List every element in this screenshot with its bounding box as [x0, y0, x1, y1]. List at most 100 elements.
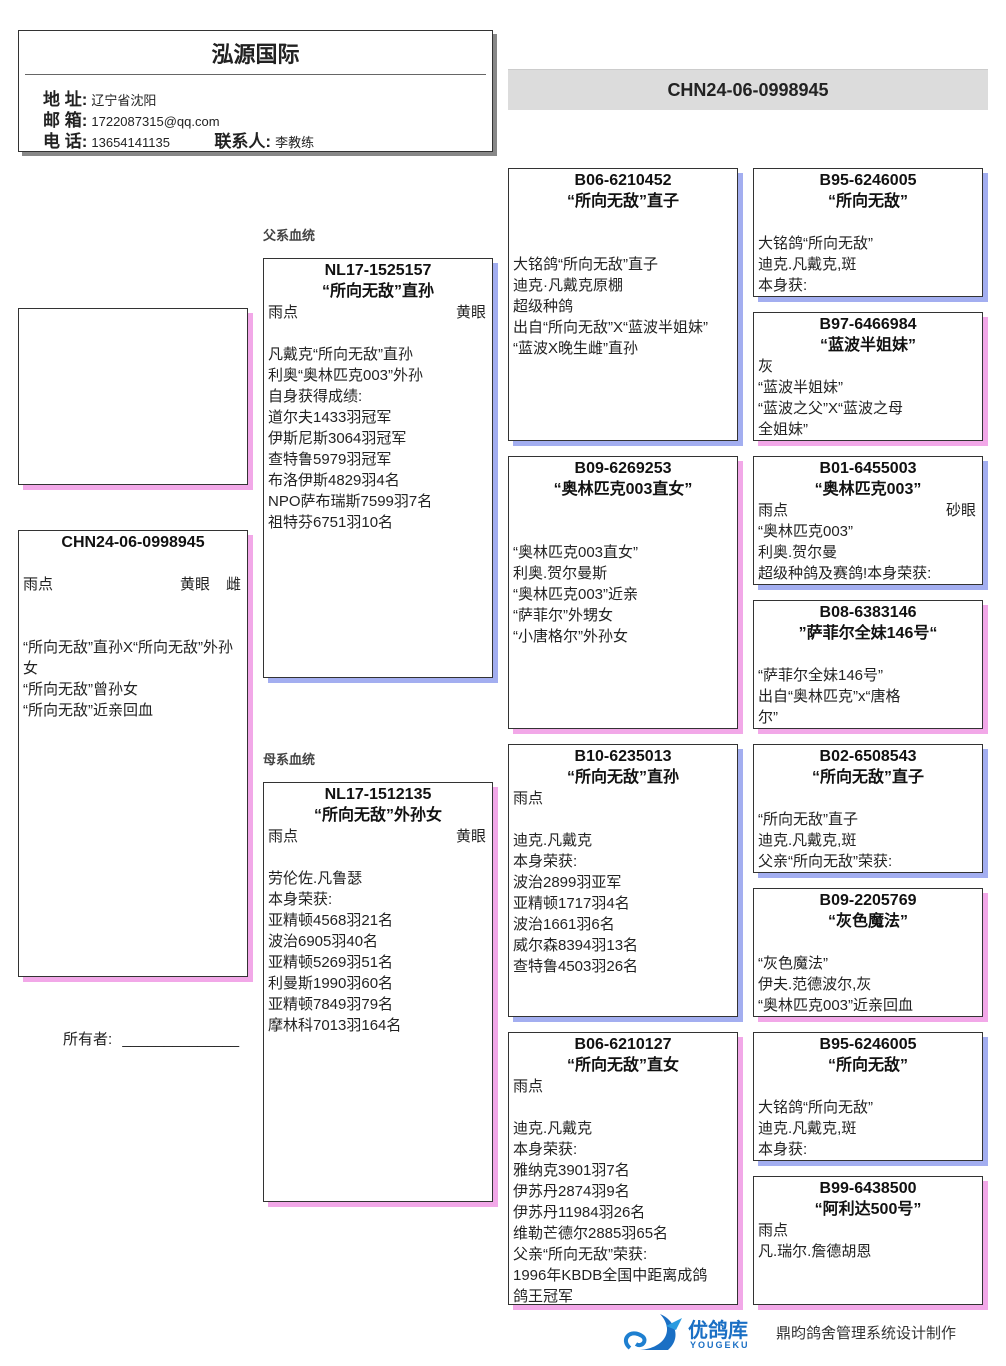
info-row [754, 212, 982, 233]
info-text: “小唐格尔”外孙女 [513, 628, 628, 645]
info-row: 出自“所向无敌”X“蓝波半姐妹” [509, 317, 737, 338]
pigeon-name: “灰色魔法” [827, 913, 908, 930]
info-row: “萨菲尔”外甥女 [509, 605, 737, 626]
info-row: 雨点 黄眼 [264, 302, 492, 323]
info-text: 1996年KBDB全国中距离成鸽 [513, 1267, 708, 1284]
info-row: 凡戴克“所向无敌”直孙 [264, 344, 492, 365]
info-text: 波治2899羽亚军 [513, 874, 622, 891]
info-row: 迪克.凡戴克 [509, 1118, 737, 1139]
info-text: “灰色魔法” [758, 955, 828, 972]
ring-number: B06-6210127 [574, 1036, 672, 1053]
ring-number: B97-6466984 [819, 316, 917, 333]
info-row: 劳伦佐.凡鲁瑟 [264, 868, 492, 889]
ring-number: B08-6383146 [819, 604, 917, 621]
info-row: 大铭鸽“所向无敌” [754, 1097, 982, 1118]
info-text: 尔” [758, 709, 778, 726]
info-row: 道尔夫1433羽冠军 [264, 407, 492, 428]
color-value: 雨点 [268, 304, 299, 321]
info-row: 祖特芬6751羽10名 [264, 512, 492, 533]
info-text: “所向无敌”近亲回血 [23, 702, 153, 719]
info-row [264, 847, 492, 868]
info-row: 亚精顿7849羽79名 [264, 994, 492, 1015]
pigeon-name: “所向无敌”直子 [566, 193, 679, 210]
info-text: “所向无敌”直孙X“所向无敌”外孙女 [23, 639, 233, 677]
eye-value: 黄眼 [455, 304, 486, 321]
info-row: 波治6905羽40名 [264, 931, 492, 952]
great-grandparent-card: B08-6383146”萨菲尔全妹146号““萨菲尔全妹146号”出自“奥林匹克… [753, 600, 983, 729]
great-grandparent-card: B97-6466984“蓝波半姐妹”灰“蓝波半姐妹”“蓝波之父”X“蓝波之母全姐… [753, 312, 983, 441]
info-text: 伊夫.范德波尔,灰 [758, 976, 872, 993]
info-row: 摩林科7013羽164名 [264, 1015, 492, 1036]
info-row: 亚精顿4568羽21名 [264, 910, 492, 931]
footer-credit: 鼎昀鸽舍管理系统设计制作 [776, 1325, 957, 1342]
info-row: “所向无敌”直孙X“所向无敌”外孙女 [19, 637, 247, 679]
info-row: “所向无敌”曾孙女 [19, 679, 247, 700]
info-row: 迪克.凡戴克,斑 [754, 254, 982, 275]
email-value: 1722087315@qq.com [91, 114, 220, 129]
info-row: 维勒芒德尔2885羽65名 [509, 1223, 737, 1244]
loft-name: 泓源国际 [211, 42, 300, 67]
info-row: 迪克·凡戴克原棚 [509, 275, 737, 296]
info-row: “小唐格尔”外孙女 [509, 626, 737, 647]
info-text: “奥林匹克003”近亲 [513, 586, 639, 603]
info-text: 超级种鸽及赛鸽!本身荣获: [758, 565, 932, 582]
info-row: “蓝波之父”X“蓝波之母 [754, 398, 982, 419]
color-value: 雨点 [758, 502, 789, 519]
address-value: 辽宁省沈阳 [91, 93, 157, 108]
info-text: “萨菲尔全妹146号” [758, 667, 884, 684]
info-row: “蓝波半姐妹” [754, 377, 982, 398]
info-row: “所向无敌”直子 [754, 809, 982, 830]
info-row: 1996年KBDB全国中距离成鸽 [509, 1265, 737, 1286]
pigeon-name: “奥林匹克003直女” [553, 481, 693, 498]
info-row [19, 553, 247, 574]
info-row: 尔” [754, 707, 982, 728]
info-text: “所向无敌”曾孙女 [23, 681, 138, 698]
sire-card: NL17-1525157“所向无敌”直孙雨点黄眼凡戴克“所向无敌”直孙利奥“奥林… [263, 258, 493, 678]
info-text: “奥林匹克003直女” [513, 544, 639, 561]
pigeon-name: “所向无敌”直孙 [321, 283, 434, 300]
info-text: 亚精顿7849羽79名 [268, 996, 394, 1013]
pigeon-name: “阿利达500号” [814, 1201, 922, 1218]
info-row: 利奥.贺尔曼斯 [509, 563, 737, 584]
info-row: 伊苏丹2874羽9名 [509, 1181, 737, 1202]
color-value: 雨点 [23, 576, 54, 593]
info-row: 迪克.凡戴克 [509, 830, 737, 851]
info-row: 本身获: [754, 275, 982, 296]
info-row: 雨点黄眼雌 [19, 574, 247, 595]
dam-line-label: 母系血统 [263, 752, 316, 767]
pigeon-name: “奥林匹克003” [814, 481, 922, 498]
logo-text: 优鸽库 [688, 1320, 748, 1342]
info-text: 查特鲁5979羽冠军 [268, 451, 392, 468]
info-row: 本身荣获: [264, 889, 492, 910]
info-text: 威尔森8394羽13名 [513, 937, 639, 954]
phone-value: 13654141135 [91, 135, 170, 150]
info-text: 全姐妹” [758, 421, 808, 438]
logo-swirl-icon [623, 1314, 682, 1350]
info-text: 凡.瑞尔.詹德胡恩 [758, 1243, 872, 1260]
pigeon-name: “所向无敌”外孙女 [313, 807, 442, 824]
info-row: 雨点 [509, 1076, 737, 1097]
info-row: 波治1661羽6名 [509, 914, 737, 935]
info-row: “萨菲尔全妹146号” [754, 665, 982, 686]
info-row: 自身获得成绩: [264, 386, 492, 407]
info-row [509, 233, 737, 254]
owner-blank: ______________ [122, 1031, 240, 1048]
info-text: 迪克.凡戴克,斑 [758, 256, 857, 273]
info-text: 利曼斯1990羽60名 [268, 975, 394, 992]
great-grandparent-card: B99-6438500“阿利达500号”雨点凡.瑞尔.詹德胡恩 [753, 1176, 983, 1305]
info-text: 祖特芬6751羽10名 [268, 514, 394, 531]
info-text: 迪克.凡戴克,斑 [758, 1120, 857, 1137]
info-text: 波治6905羽40名 [268, 933, 379, 950]
info-row: 雨点 [509, 788, 737, 809]
pigeon-name: ”萨菲尔全妹146号“ [798, 625, 938, 642]
eye-value: 黄眼 [179, 576, 210, 593]
info-text: 波治1661羽6名 [513, 916, 615, 933]
info-text: 布洛伊斯4829羽4名 [268, 472, 400, 489]
info-row: 雨点黄眼 [264, 826, 492, 847]
attributes: 黄眼 [456, 302, 488, 323]
great-grandparent-card: B01-6455003“奥林匹克003”雨点砂眼“奥林匹克003”利奥.贺尔曼超… [753, 456, 983, 585]
ring-number: NL17-1525157 [324, 262, 432, 279]
info-row: 大铭鸽“所向无敌”直子 [509, 254, 737, 275]
info-row: 超级种鸽 [509, 296, 737, 317]
